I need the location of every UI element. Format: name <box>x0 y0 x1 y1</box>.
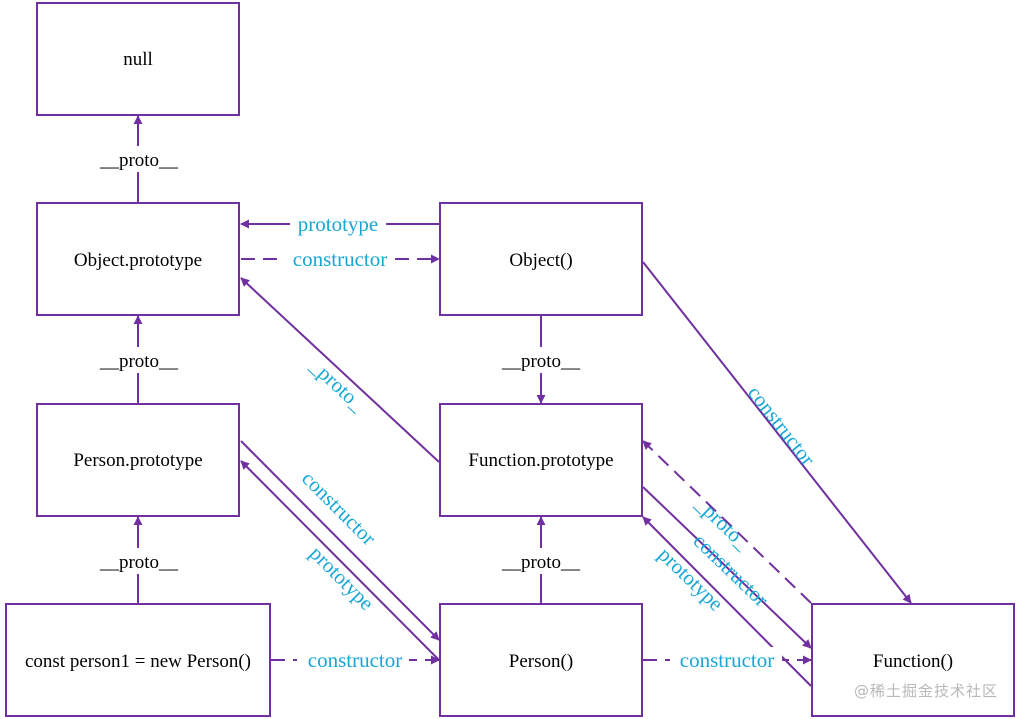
node-person1-instance: const person1 = new Person() <box>5 603 271 717</box>
label-constructor-person: constructor <box>680 648 774 672</box>
edge-function-prototype <box>642 516 812 687</box>
node-function-constructor-label: Function() <box>873 651 953 672</box>
label-prototype-person: prototype <box>305 541 379 615</box>
node-object-prototype: Object.prototype <box>36 202 240 316</box>
label-constructor-personproto: constructor <box>297 466 381 550</box>
label-proto-person1: __proto__ <box>99 552 179 573</box>
label-prototype-object: prototype <box>298 212 378 236</box>
edge-function-proto <box>642 440 812 604</box>
node-person-constructor-label: Person() <box>509 651 573 672</box>
node-function-prototype-label: Function.prototype <box>468 450 613 471</box>
edge-object-constructor <box>642 261 912 604</box>
node-null-label: null <box>123 49 153 70</box>
label-proto-person: __proto__ <box>501 552 581 573</box>
label-proto-object: __proto__ <box>501 351 581 372</box>
label-proto-personproto: __proto__ <box>99 351 179 372</box>
node-function-constructor: Function() <box>811 603 1015 717</box>
node-person-prototype-label: Person.prototype <box>73 450 202 471</box>
node-object-constructor-label: Object() <box>509 250 572 271</box>
node-object-constructor: Object() <box>439 202 643 316</box>
label-constructor-objproto: constructor <box>293 247 387 271</box>
node-person-constructor: Person() <box>439 603 643 717</box>
node-person-prototype: Person.prototype <box>36 403 240 517</box>
node-object-prototype-label: Object.prototype <box>74 250 202 271</box>
label-proto-null: __proto__ <box>99 150 179 171</box>
label-constructor-object: constructor <box>743 381 820 470</box>
node-null: null <box>36 2 240 116</box>
edge-funcproto-to-objproto <box>240 277 440 463</box>
edge-person-prototype <box>240 460 440 661</box>
label-constructor-person1: constructor <box>308 648 402 672</box>
node-person1-instance-label: const person1 = new Person() <box>25 651 251 672</box>
node-function-prototype: Function.prototype <box>439 403 643 517</box>
edge-funcproto-constructor <box>642 486 812 649</box>
edge-personproto-constructor <box>240 440 440 641</box>
watermark: @稀土掘金技术社区 <box>853 682 998 700</box>
label-proto-funcproto-objproto: _proto_ <box>305 353 370 416</box>
